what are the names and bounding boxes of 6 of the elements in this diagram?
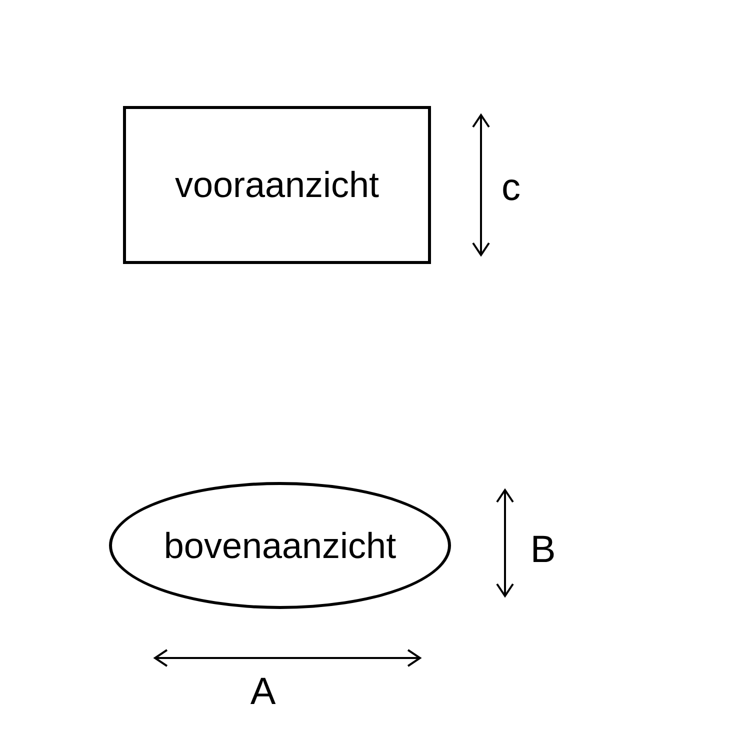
rectangle-box <box>123 106 431 264</box>
dimension-label: c <box>502 169 520 207</box>
node-label: vooraanzicht <box>174 164 380 206</box>
dimension-label: B <box>530 531 556 569</box>
dimension-label: A <box>250 673 276 711</box>
node-label: bovenaanzicht <box>164 524 396 566</box>
